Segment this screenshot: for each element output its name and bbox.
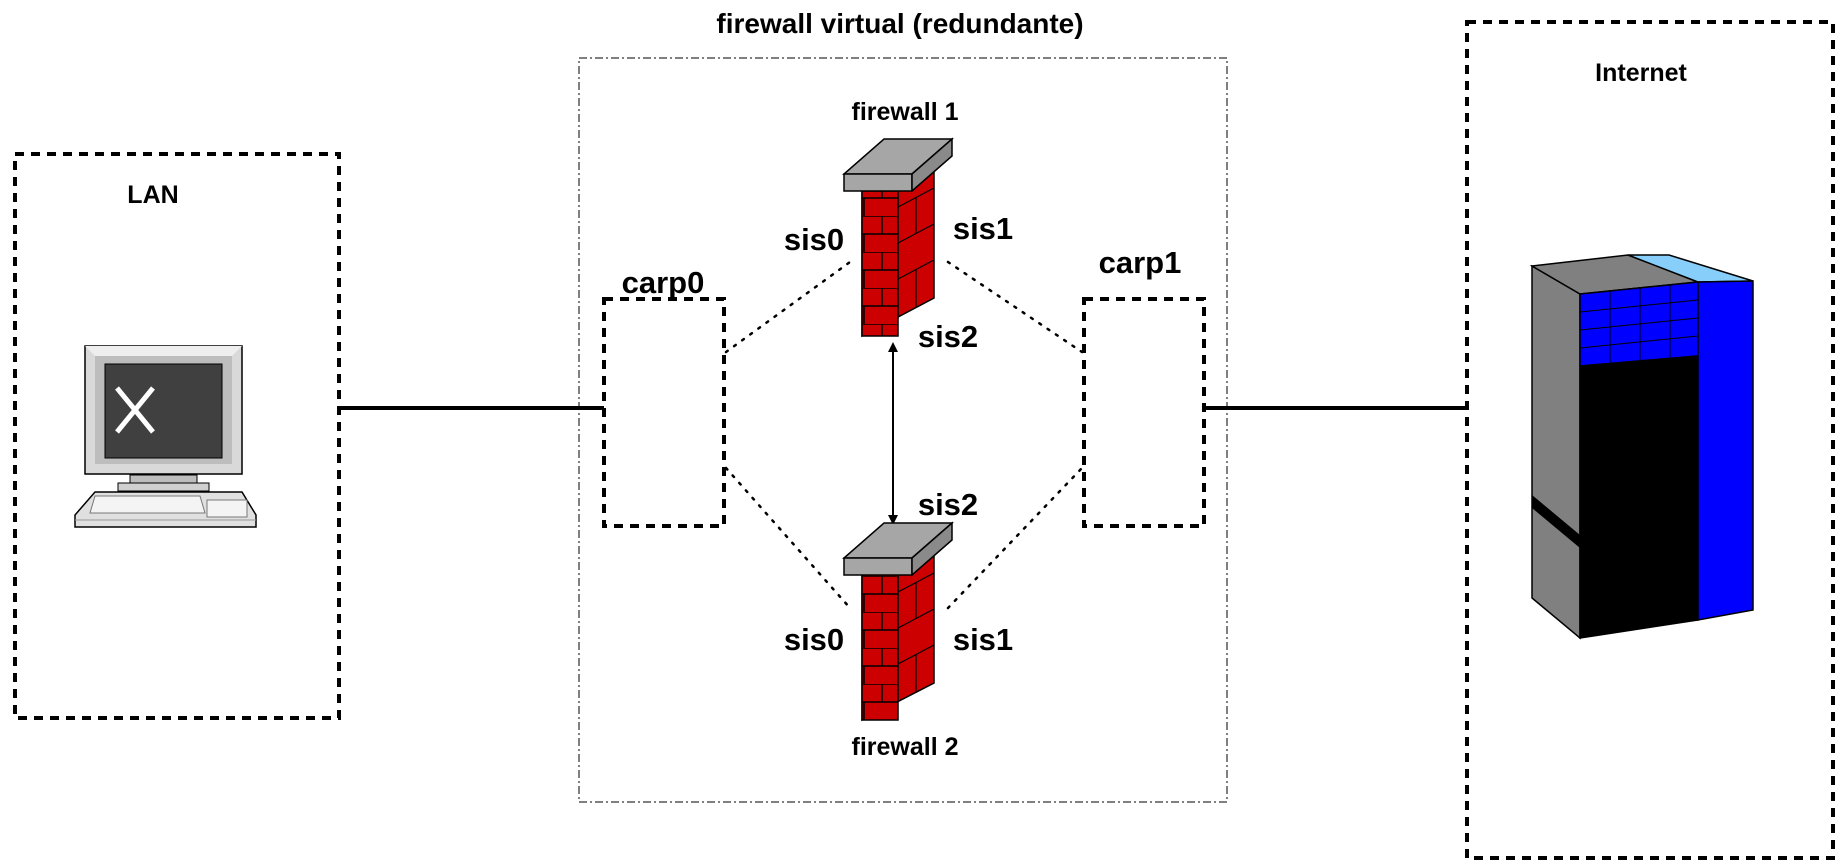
lan-zone: LAN xyxy=(13,152,341,720)
fw1-sis2-label: sis2 xyxy=(918,319,978,354)
internet-label: Internet xyxy=(1595,59,1687,87)
firewall-1-label: firewall 1 xyxy=(852,98,959,126)
carp0-label: carp0 xyxy=(622,265,705,300)
carp0-to-fw1-sis0-link xyxy=(724,260,852,354)
lan-label: LAN xyxy=(127,181,178,209)
carp0-interface: carp0 xyxy=(602,265,726,528)
fw2-sis2-label: sis2 xyxy=(918,487,978,522)
internet-zone: Internet xyxy=(1465,20,1835,860)
internet-zone-border xyxy=(1465,20,1835,860)
fw1-sis1-to-carp1-link xyxy=(946,260,1084,354)
carp1-interface: carp1 xyxy=(1082,245,1206,528)
firewall-2-label: firewall 2 xyxy=(852,733,959,761)
lan-zone-border xyxy=(13,152,341,720)
workstation-icon xyxy=(74,345,257,528)
carp0-to-fw2-sis0-link xyxy=(724,466,852,610)
fw1-sis0-label: sis0 xyxy=(784,222,844,257)
fw2-sis1-label: sis1 xyxy=(953,622,1013,657)
virtual-firewall-frame xyxy=(578,57,1228,803)
brick-firewall-icon xyxy=(842,521,954,722)
server-tower-icon xyxy=(1529,254,1754,640)
carp1-box xyxy=(1082,297,1206,528)
firewall-1: firewall 1 sis0 sis1 sis2 xyxy=(784,98,1013,354)
fw2-sis1-to-carp1-link xyxy=(946,466,1084,610)
diagram-title: firewall virtual (redundante) xyxy=(716,8,1083,39)
brick-firewall-icon xyxy=(842,137,954,338)
carp1-label: carp1 xyxy=(1099,245,1182,280)
carp0-box xyxy=(602,297,726,528)
fw2-sis0-label: sis0 xyxy=(784,622,844,657)
firewall-2: sis2 sis0 sis1 firewall 2 xyxy=(784,487,1013,761)
fw1-sis1-label: sis1 xyxy=(953,211,1013,246)
